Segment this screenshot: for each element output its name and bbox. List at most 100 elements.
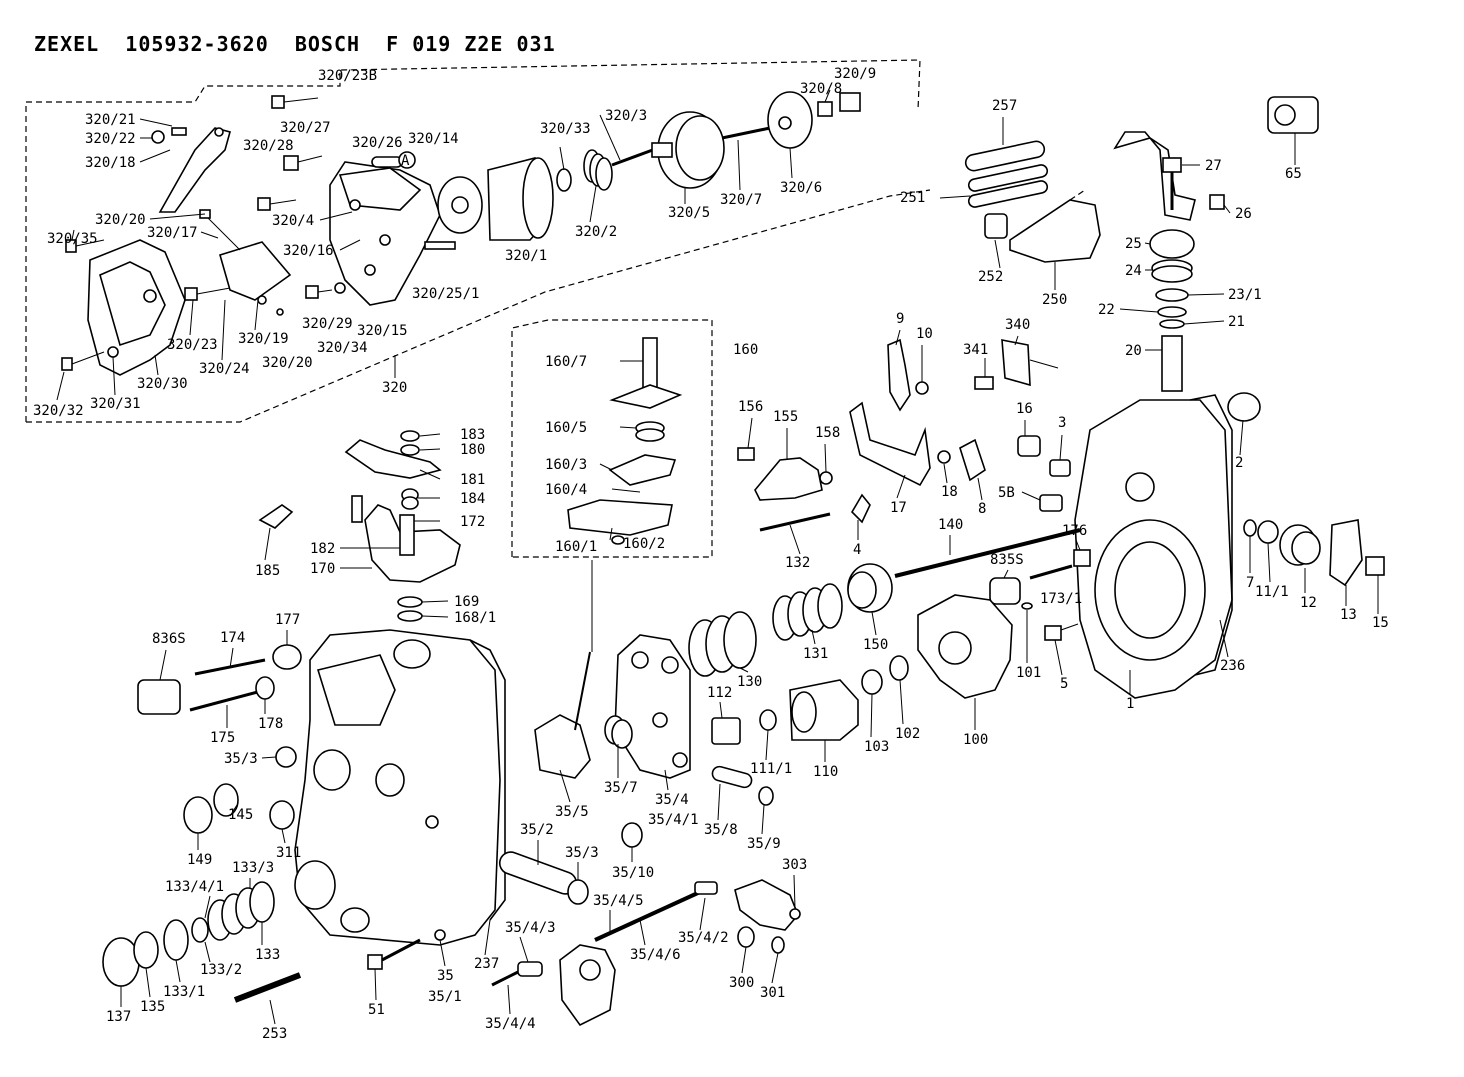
bolt-51	[367, 938, 421, 970]
part-label: 35/8	[704, 822, 738, 838]
part-label: 35/10	[612, 865, 654, 881]
bolt-27	[1162, 157, 1182, 210]
part-label: 320/22	[85, 131, 136, 147]
part-label: 133/3	[232, 860, 274, 876]
part-label: 18	[941, 484, 958, 500]
part-label: 311	[276, 845, 301, 861]
arm-160-3	[608, 454, 677, 486]
part-label: 184	[460, 491, 485, 507]
part-label: 160/4	[545, 482, 587, 498]
part-label: 185	[255, 563, 280, 579]
part-label: 251	[900, 190, 925, 206]
part-label: 320/27	[280, 120, 331, 136]
part-label: 5B	[998, 485, 1015, 501]
subassembly-320-outline	[25, 59, 931, 423]
clip-185	[258, 504, 294, 529]
part-label: 12	[1300, 595, 1317, 611]
part-label: 35/4/4	[485, 1016, 536, 1032]
part-label: 320/34	[317, 340, 368, 356]
part-label: 8	[978, 501, 986, 517]
part-label: 35/4/6	[630, 947, 681, 963]
gasket-237	[469, 639, 506, 921]
part-label: 20	[1125, 343, 1142, 359]
part-label: 65	[1285, 166, 1302, 182]
part-label: 35/3	[224, 751, 258, 767]
lever-155	[737, 447, 833, 501]
part-label: 177	[275, 612, 300, 628]
lever-170	[351, 495, 461, 583]
cup-320-1	[487, 157, 554, 241]
pump-housing-35	[294, 629, 501, 946]
part-label: 836S	[152, 631, 186, 647]
spring-24	[1151, 259, 1193, 283]
lever-35-5	[534, 651, 591, 779]
part-label: 35/7	[604, 780, 638, 796]
washers-102-103	[861, 655, 909, 695]
diagram-title: ZEXEL 105932-3620 BOSCH F 019 Z2E 031	[34, 32, 556, 56]
part-label: 35/4/1	[648, 812, 699, 828]
part-label: 149	[187, 852, 212, 868]
bracket-340	[974, 339, 1059, 390]
part-label: 111/1	[750, 761, 792, 777]
part-label: 180	[460, 442, 485, 458]
plug-835s	[989, 577, 1021, 605]
part-label: 2	[1235, 455, 1243, 471]
part-label: 172	[460, 514, 485, 530]
part-label: 183	[460, 427, 485, 443]
part-label: 35/2	[520, 822, 554, 838]
plug-252	[984, 213, 1008, 239]
part-label: 7	[1246, 575, 1254, 591]
lever-17	[849, 401, 931, 487]
part-label: 320/2	[575, 224, 617, 240]
part-label: 25	[1125, 236, 1142, 252]
part-label: 13	[1340, 607, 1357, 623]
washers-168-169	[397, 596, 423, 622]
tube-35-2	[498, 822, 643, 905]
part-label: 170	[310, 561, 335, 577]
subassembly-160-outline	[511, 319, 713, 558]
part-label: 320/3	[605, 108, 647, 124]
subassembly-250-outline	[1069, 189, 1086, 201]
part-label: 168/1	[454, 610, 496, 626]
lever-9	[887, 338, 929, 412]
part-label: 132	[785, 555, 810, 571]
part-label: 158	[815, 425, 840, 441]
part-label: 5	[1060, 676, 1068, 692]
part-label: 137	[106, 1009, 131, 1025]
part-label: 9	[896, 311, 904, 327]
part-label: 320/33	[540, 121, 591, 137]
part-label: 320/8	[800, 81, 842, 97]
bolt-173-1	[1029, 564, 1073, 580]
part-label: 160/7	[545, 354, 587, 370]
part-label: 160/1	[555, 539, 597, 555]
bracket-250	[1009, 199, 1101, 263]
part-label: 35/4/3	[505, 920, 556, 936]
part-label: 35	[437, 968, 454, 984]
part-label: 35/4/5	[593, 893, 644, 909]
part-label: 133/1	[163, 984, 205, 1000]
part-label: 181	[460, 472, 485, 488]
part-label: 320/24	[199, 361, 250, 377]
plate-180-181	[344, 430, 442, 479]
nut-320-9	[839, 92, 861, 112]
part-label: 320/25/1	[412, 286, 479, 302]
part-label: 135	[140, 999, 165, 1015]
part-label: 340	[1005, 317, 1030, 333]
part-label: 131	[803, 646, 828, 662]
bolts-320	[61, 95, 346, 371]
part-label: 301	[760, 985, 785, 1001]
nut-320-8	[817, 101, 833, 117]
part-label: 320/29	[302, 316, 353, 332]
part-label: 23/1	[1228, 287, 1262, 303]
part-label: 155	[773, 409, 798, 425]
parts-7-15	[1243, 519, 1385, 587]
part-label: 11/1	[1255, 584, 1289, 600]
part-label: 320/30	[137, 376, 188, 392]
part-label: 320/19	[238, 331, 289, 347]
part-label: 3	[1058, 415, 1066, 431]
part-label: 320/35	[47, 231, 98, 247]
clip-4	[850, 493, 871, 524]
rings-149-145-311	[183, 746, 297, 834]
part-label: 10	[916, 326, 933, 342]
